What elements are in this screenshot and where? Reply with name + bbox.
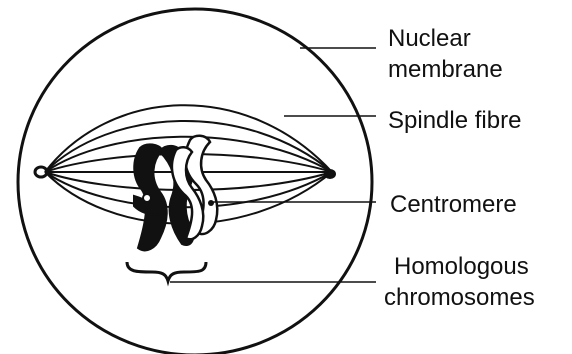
centromere-right: [208, 200, 214, 206]
right-centriole: [325, 170, 335, 178]
label-homologous-line2: chromosomes: [384, 284, 535, 311]
label-homologous-line1: Homologous: [394, 253, 529, 280]
label-nuclear-membrane-line1: Nuclear: [388, 25, 471, 52]
label-spindle-fibre: Spindle fibre: [388, 107, 521, 134]
homologous-brace: [127, 262, 206, 281]
centromere-left: [143, 194, 151, 202]
label-nuclear-membrane-line2: membrane: [388, 56, 503, 83]
label-centromere: Centromere: [390, 191, 517, 218]
